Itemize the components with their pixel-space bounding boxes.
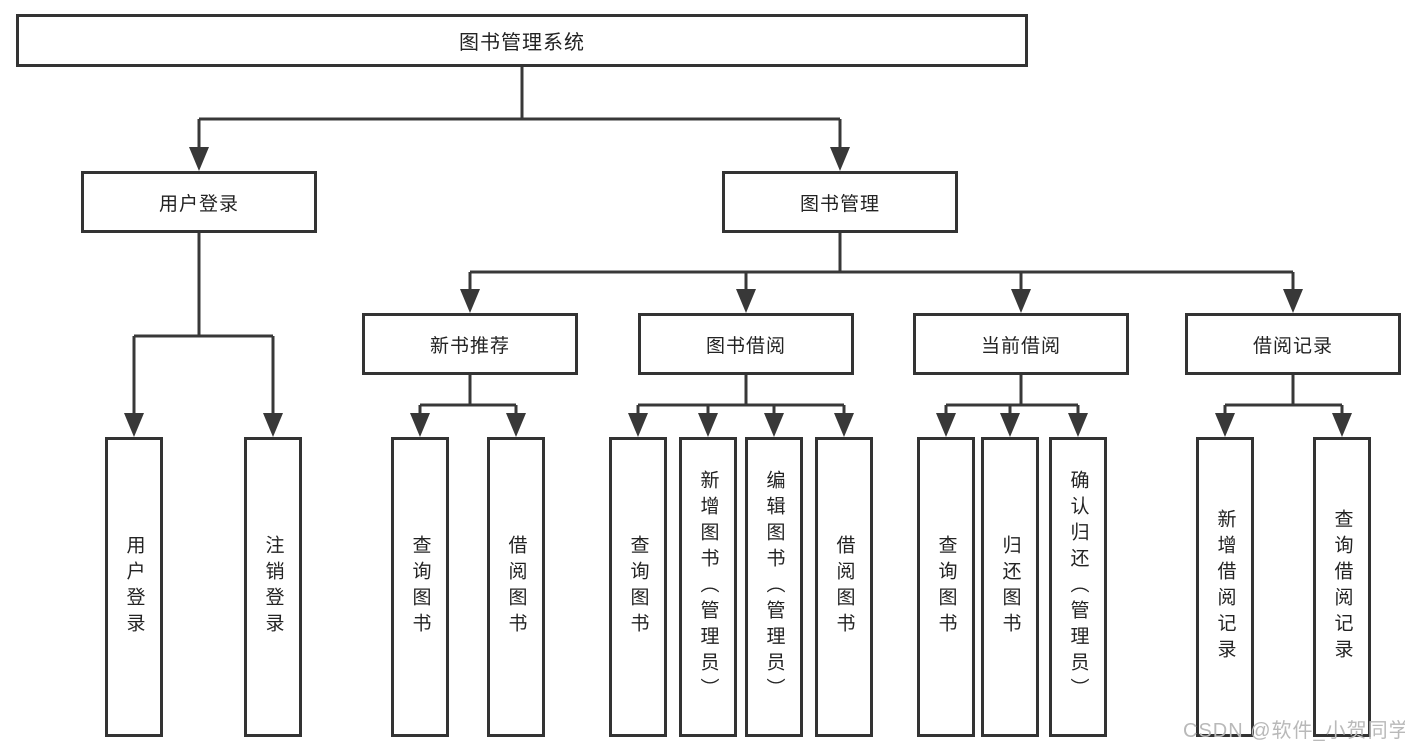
node-current-borrow-label: 当前借阅 xyxy=(980,335,1061,357)
node-book-borrow-label: 图书借阅 xyxy=(705,335,786,357)
arrowheads xyxy=(124,147,1352,437)
leaf-bb-edit-books-label: 编辑图书（管理员） xyxy=(763,470,785,704)
node-new-book-rec-label: 新书推荐 xyxy=(429,335,510,357)
leaf-br-query-record: 查询借阅记录 xyxy=(1313,437,1371,737)
leaf-bb-add-books: 新增图书（管理员） xyxy=(679,437,737,737)
leaf-bb-edit-books: 编辑图书（管理员） xyxy=(745,437,803,737)
leaf-user-login: 用户登录 xyxy=(105,437,163,737)
node-user-login-label: 用户登录 xyxy=(158,193,239,215)
leaf-br-query-record-label: 查询借阅记录 xyxy=(1331,509,1353,665)
leaf-cb-query-books-label: 查询图书 xyxy=(935,535,957,639)
csdn-watermark: CSDN @软件_小贺同学 xyxy=(1183,720,1405,742)
leaf-bb-query-books-label: 查询图书 xyxy=(627,535,649,639)
node-root-label: 图书管理系统 xyxy=(459,32,585,54)
leaf-cb-confirm-return-label: 确认归还（管理员） xyxy=(1067,470,1089,704)
leaf-nbr-borrow-books: 借阅图书 xyxy=(487,437,545,737)
leaf-cb-return-books-label: 归还图书 xyxy=(999,535,1021,639)
leaf-nbr-borrow-books-label: 借阅图书 xyxy=(505,535,527,639)
node-book-mgmt: 图书管理 xyxy=(722,171,958,233)
node-borrow-records: 借阅记录 xyxy=(1185,313,1401,375)
leaf-nbr-query-books-label: 查询图书 xyxy=(409,535,431,639)
node-new-book-rec: 新书推荐 xyxy=(362,313,578,375)
node-book-mgmt-label: 图书管理 xyxy=(799,193,880,215)
node-borrow-records-label: 借阅记录 xyxy=(1252,335,1333,357)
leaf-user-login-label: 用户登录 xyxy=(123,535,145,639)
node-book-borrow: 图书借阅 xyxy=(638,313,854,375)
leaf-bb-add-books-label: 新增图书（管理员） xyxy=(697,470,719,704)
leaf-logout: 注销登录 xyxy=(244,437,302,737)
node-user-login: 用户登录 xyxy=(81,171,317,233)
leaf-br-add-record-label: 新增借阅记录 xyxy=(1214,509,1236,665)
leaf-cb-query-books: 查询图书 xyxy=(917,437,975,737)
leaf-bb-borrow-books-label: 借阅图书 xyxy=(833,535,855,639)
leaf-bb-borrow-books: 借阅图书 xyxy=(815,437,873,737)
leaf-cb-confirm-return: 确认归还（管理员） xyxy=(1049,437,1107,737)
leaf-cb-return-books: 归还图书 xyxy=(981,437,1039,737)
leaf-logout-label: 注销登录 xyxy=(262,535,284,639)
leaf-bb-query-books: 查询图书 xyxy=(609,437,667,737)
leaf-br-add-record: 新增借阅记录 xyxy=(1196,437,1254,737)
node-current-borrow: 当前借阅 xyxy=(913,313,1129,375)
node-root: 图书管理系统 xyxy=(16,14,1028,67)
leaf-nbr-query-books: 查询图书 xyxy=(391,437,449,737)
